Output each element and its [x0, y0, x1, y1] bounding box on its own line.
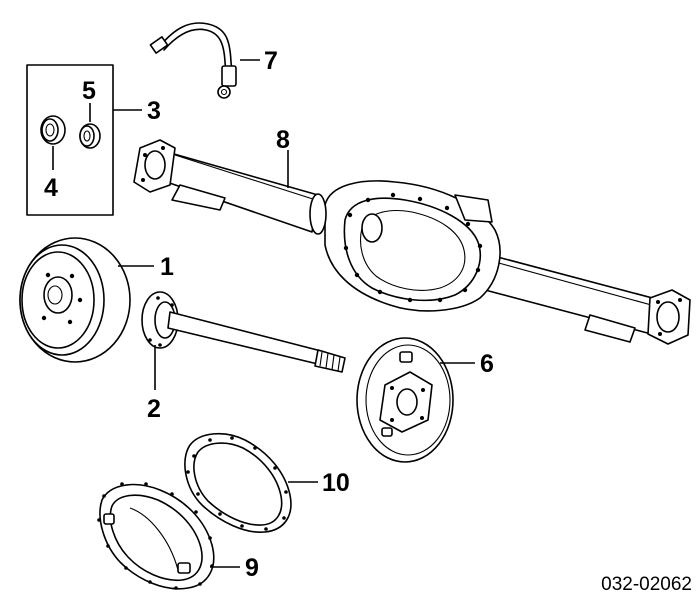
callout-4: 4: [44, 174, 58, 202]
reference-code: 032-02062: [601, 574, 692, 595]
part-4-bearing: [40, 115, 66, 145]
callout-2: 2: [147, 395, 161, 423]
part-2-axle-shaft: [141, 291, 346, 373]
callout-9: 9: [245, 554, 259, 582]
callout-labels: 7 8 3 5 4 1 2 6 10 9: [44, 47, 494, 582]
part-5-seal: [79, 123, 101, 149]
part-9-differential-cover: [97, 482, 215, 590]
callout-6: 6: [480, 350, 494, 378]
callout-1: 1: [160, 253, 174, 281]
callout-8: 8: [276, 126, 290, 154]
part-8-axle-housing: [133, 139, 691, 345]
part-7-brake-hose: [149, 22, 237, 99]
callout-3: 3: [147, 97, 161, 125]
callout-7: 7: [264, 47, 278, 75]
bearing-kit-box: [26, 64, 114, 216]
part-6-backing-plate: [356, 337, 454, 463]
leader-lines: [52, 59, 475, 568]
part-10-gasket: [184, 432, 292, 533]
callout-5: 5: [82, 77, 96, 105]
callout-10: 10: [322, 469, 350, 497]
part-1-brake-drum: [19, 237, 131, 363]
